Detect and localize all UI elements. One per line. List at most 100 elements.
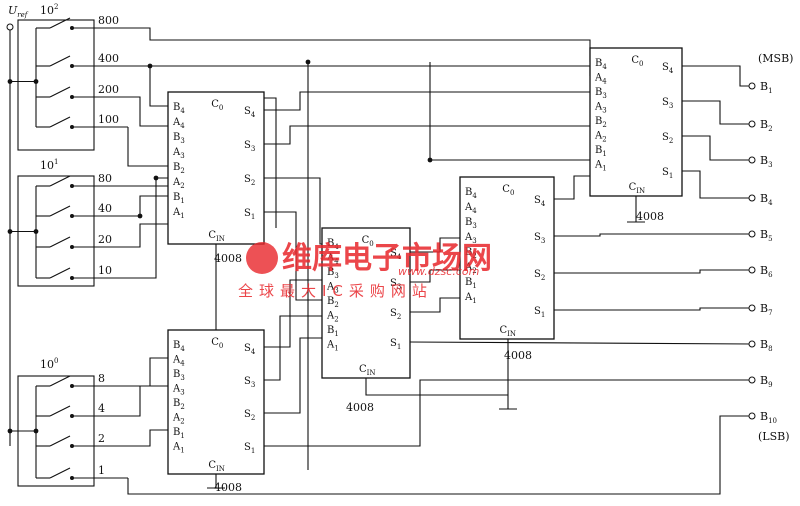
switch-blade-100 [49, 116, 71, 128]
chip4-pin-a2: A2 [464, 262, 477, 275]
chip1-pin-b2: B2 [173, 162, 185, 175]
chip3-body [321, 227, 411, 379]
chip1-pin-a1: A1 [172, 207, 185, 220]
switch-group-label-hundreds: 102 [40, 3, 58, 17]
chip4-pin-s1: S1 [534, 306, 545, 319]
switch-contact-2 [70, 444, 74, 448]
chip5-pin-a3: A3 [594, 102, 607, 115]
output-label-b4: B4 [760, 192, 773, 207]
c1-s1 [264, 211, 322, 301]
weight-label-200: 200 [98, 83, 119, 96]
chip3-pin-a1: A1 [326, 340, 339, 353]
chip3-pin-a3: A3 [326, 282, 339, 295]
chip2-body [167, 329, 265, 475]
watermark-sub-text: 全球最大IC采购网站 [238, 282, 433, 300]
output-terminal-b8 [748, 340, 756, 348]
chip4-pin-a4: A4 [464, 202, 477, 215]
switch-contact-20 [70, 245, 74, 249]
w-20 [128, 223, 168, 248]
chip2-pin-s3: S3 [244, 376, 255, 389]
chip3-pin-a2: A2 [326, 311, 339, 324]
chip1-pin-a2: A2 [172, 177, 185, 190]
switch-blade-400 [49, 55, 71, 67]
w-2 [128, 429, 168, 447]
output-label-b5: B5 [760, 228, 773, 243]
weight-label-1: 1 [98, 464, 105, 477]
switch-contact-100 [70, 125, 74, 129]
output-label-b8: B8 [760, 338, 773, 353]
junction-dot [33, 79, 39, 84]
chip5-pin-a2: A2 [594, 131, 607, 144]
switch-contact-8 [70, 384, 74, 388]
weight-label-10: 10 [98, 264, 112, 277]
chip5-pin-s3: S3 [662, 97, 673, 110]
output-terminal-b1 [748, 82, 756, 90]
switch-group-label-units: 100 [40, 357, 58, 371]
chip3-pin-s3: S3 [390, 278, 401, 291]
uref-label: Uref [8, 4, 29, 19]
junction-dot [7, 428, 13, 434]
chip5-pin-b4: B4 [595, 58, 607, 71]
output-label-b3: B3 [760, 154, 773, 169]
chip4-pin-s4: S4 [534, 195, 546, 208]
weight-label-40: 40 [98, 202, 112, 215]
output-terminal-b3 [748, 156, 756, 164]
chip2-part-label: 4008 [214, 481, 242, 494]
chip4-pin-b2: B2 [465, 247, 477, 260]
w-8 [128, 357, 168, 387]
chip5-pin-b2: B2 [595, 116, 607, 129]
switch-blade-20 [49, 236, 71, 248]
chip1-part-label: 4008 [214, 252, 242, 265]
chip5-part-label: 4008 [636, 210, 664, 223]
junction-dot [305, 59, 311, 65]
chip4-pin-b4: B4 [465, 187, 477, 200]
chip2-pin-a3: A3 [172, 384, 185, 397]
watermark-url-text: www.dzsc.com [398, 265, 479, 278]
chip2-pin-b2: B2 [173, 398, 185, 411]
chip1-pin-a4: A4 [172, 117, 185, 130]
w-200 [128, 96, 168, 127]
switch-layer [17, 17, 95, 487]
chip2-pin-b1: B1 [173, 427, 185, 440]
weight-label-400: 400 [98, 52, 119, 65]
chip1-pin-s4: S4 [244, 106, 256, 119]
chip1-pin-b4: B4 [173, 102, 185, 115]
chip2-pin-a4: A4 [172, 355, 185, 368]
c5-s3 [682, 100, 752, 125]
c4-s3 [554, 233, 752, 237]
c3-s1 [409, 341, 753, 345]
chip3-part-label: 4008 [346, 401, 374, 414]
chip3-pin-s1: S1 [390, 338, 401, 351]
c4-s2 [554, 269, 752, 274]
output-terminal-b9 [748, 376, 756, 384]
weight-label-800: 800 [98, 14, 119, 27]
switch-blade-8 [49, 375, 71, 387]
junction-dot [7, 79, 13, 84]
output-terminal-b2 [748, 120, 756, 128]
bus-b [429, 62, 590, 161]
c2-s4 [264, 279, 322, 348]
c1-s2 [264, 177, 322, 245]
output-terminal-b4 [748, 194, 756, 202]
junction-dot [427, 157, 433, 163]
cin-chip3 [365, 378, 508, 396]
lsb-label: (LSB) [758, 430, 790, 443]
output-terminal-b6 [748, 266, 756, 274]
chip3-pin-c0: C0 [362, 235, 374, 248]
chip2-pin-s2: S2 [244, 409, 255, 422]
w-400-b [150, 65, 591, 76]
switch-blade-2 [49, 435, 71, 447]
c2-s1 [264, 379, 752, 447]
c5-s4 [682, 65, 752, 87]
chip3-pin-b3: B3 [327, 267, 339, 280]
chip4-pin-s3: S3 [534, 232, 545, 245]
switch-contact-10 [70, 276, 74, 280]
chip2-pin-cin: CIN [208, 460, 225, 473]
chip3-pin-a4: A4 [326, 253, 339, 266]
c1-s4 [264, 91, 590, 111]
c3-s3 [410, 269, 460, 283]
chip4-body [459, 176, 555, 340]
chip2-pin-s4: S4 [244, 343, 256, 356]
junction-dot [137, 213, 143, 219]
